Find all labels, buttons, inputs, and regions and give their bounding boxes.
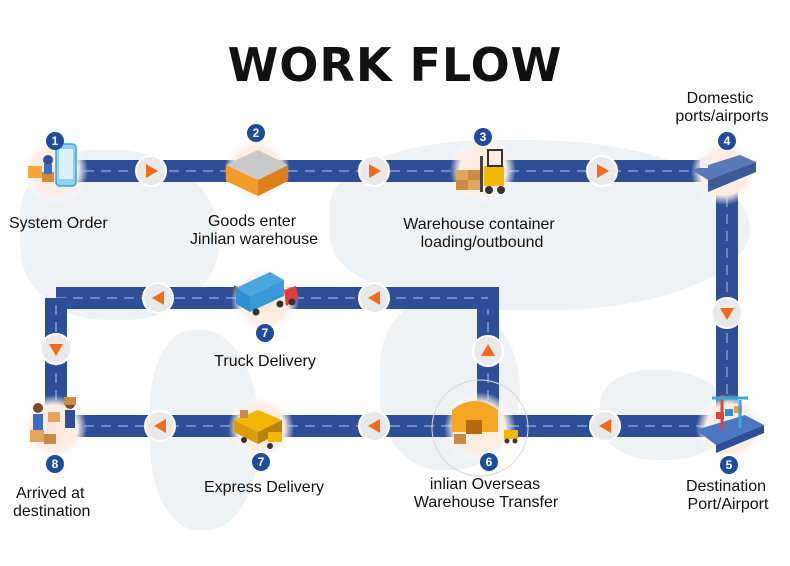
badge-number: 8: [52, 457, 59, 471]
forklift-icon: [456, 149, 505, 194]
overseas-warehouse-icon: [452, 401, 518, 444]
step-8-label-line-2: destination: [13, 503, 91, 520]
step-badge: [46, 455, 64, 473]
arrow-right-icon: [358, 155, 390, 187]
step-6-node: [431, 379, 529, 477]
badge-number: 7: [258, 455, 265, 469]
badge-number: 6: [486, 455, 493, 469]
workers-boxes-icon: [30, 397, 76, 444]
step-badge: [252, 453, 270, 471]
step-badge: [720, 456, 738, 474]
step-badge: [256, 324, 274, 342]
step-8-label-line-1: Arrived at: [16, 485, 85, 502]
badge-number: 2: [253, 126, 260, 140]
step-badge: [480, 453, 498, 471]
step-7-express-node: [228, 395, 294, 471]
step-badge: [46, 132, 64, 150]
step-8-node: [21, 395, 87, 473]
delivery-van-icon: [234, 410, 282, 449]
step-6-label-line-1: inlian Overseas: [429, 476, 541, 493]
phone-order-icon: [28, 143, 77, 187]
step-badge: [474, 128, 492, 146]
badge-number: 3: [480, 130, 487, 144]
badge-number: 5: [726, 458, 733, 472]
arrow-down-icon: [40, 333, 72, 365]
arrow-left-icon: [142, 282, 174, 314]
step-2-label-line-2: Jinlian warehouse: [189, 231, 319, 248]
step-1-label: System Order: [9, 215, 108, 232]
arrow-right-icon: [586, 155, 618, 187]
step-5-node: [696, 394, 764, 474]
step-6-label-line-2: Warehouse Transfer: [413, 494, 559, 511]
step-7-truck-label: Truck Delivery: [214, 353, 316, 370]
step-4-label-line-2: ports/airports: [675, 108, 769, 125]
arrow-right-icon: [135, 155, 167, 187]
port-crane-icon: [696, 395, 764, 453]
step-5-label-line-1: Destination: [685, 478, 767, 495]
badge-number: 4: [724, 134, 731, 148]
step-badge: [718, 132, 736, 150]
arrow-left-icon: [358, 410, 390, 442]
arrow-left-icon: [589, 410, 621, 442]
step-3-label-line-1: Warehouse container: [403, 216, 555, 233]
step-2-node: [224, 124, 290, 298]
step-7-truck-node: [231, 266, 299, 342]
badge-number: 7: [262, 326, 269, 340]
arrow-left-icon: [144, 410, 176, 442]
step-3-label-line-2: loading/outbound: [420, 234, 544, 251]
arrow-left-icon: [358, 282, 390, 314]
step-2-label-line-1: Goods enter: [207, 213, 297, 230]
arrow-down-icon: [711, 297, 743, 329]
step-4-node: [691, 132, 757, 205]
step-4-label-line-1: Domestic: [686, 90, 754, 107]
step-badge: [247, 124, 265, 142]
step-1-node: [22, 132, 88, 203]
step-7-express-label: Express Delivery: [203, 479, 325, 496]
cargo-ship-icon: [692, 155, 756, 192]
step-3-node: [450, 128, 516, 203]
page-title: WORK FLOW: [227, 38, 563, 92]
arrow-up-icon: [472, 335, 504, 367]
step-5-label-line-2: Port/Airport: [687, 496, 769, 513]
truck-icon: [236, 272, 298, 316]
badge-number: 1: [52, 134, 59, 148]
direction-arrows: [40, 155, 743, 442]
